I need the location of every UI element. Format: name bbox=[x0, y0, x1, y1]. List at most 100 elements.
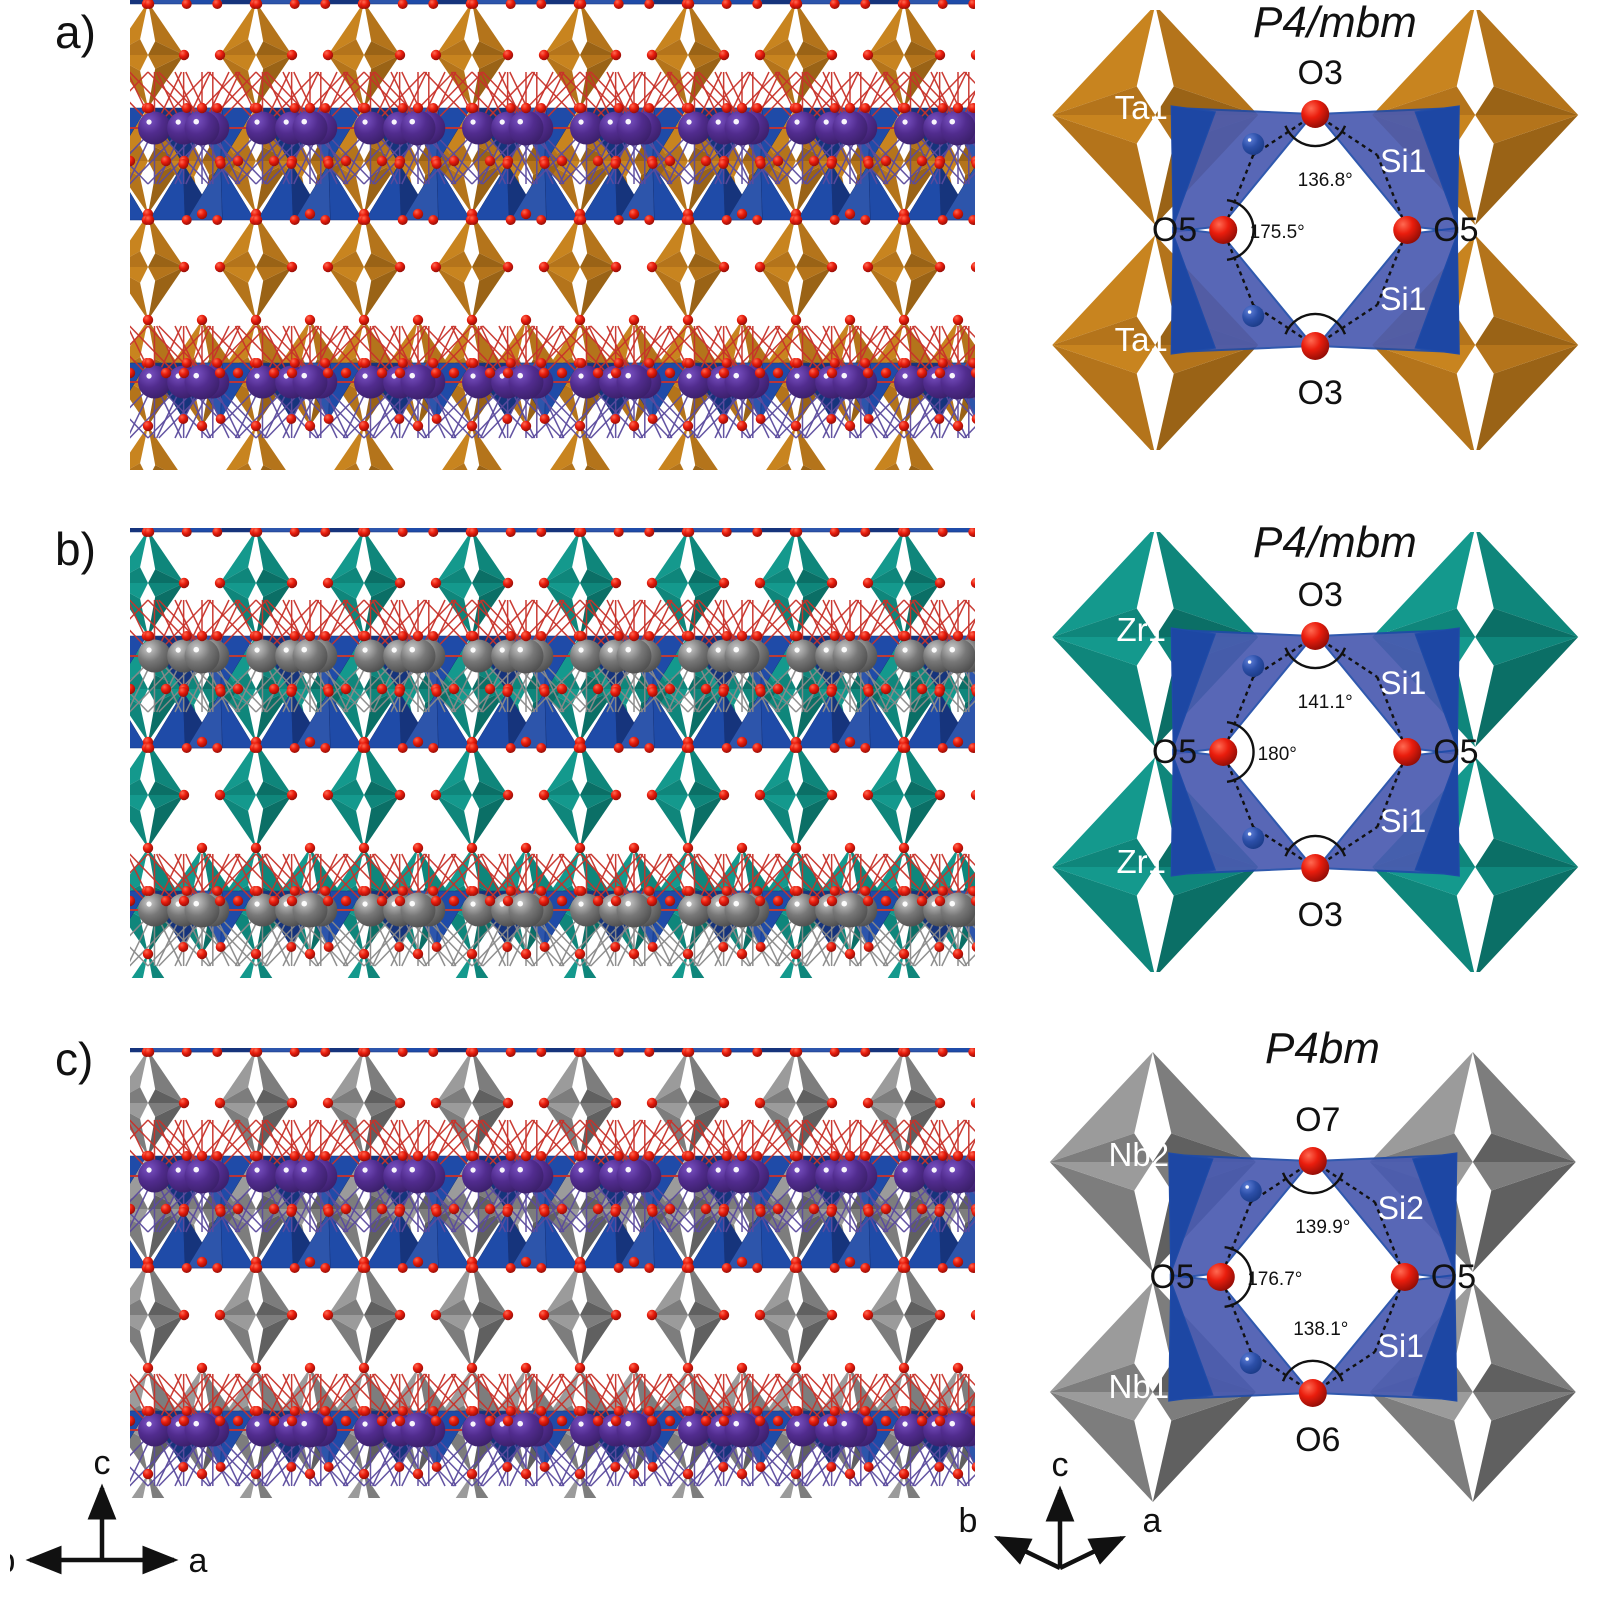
octahedron-face bbox=[544, 39, 580, 55]
panel-b-space-group: P4/mbm bbox=[1253, 518, 1417, 567]
tetrahedron-label-top: Si1 bbox=[1380, 665, 1426, 701]
oxygen-atom bbox=[1393, 216, 1422, 244]
oxygen-atom bbox=[212, 886, 223, 896]
tetrahedron-label-top: Si1 bbox=[1380, 143, 1426, 179]
specular-highlight bbox=[362, 901, 368, 907]
oxygen-atom bbox=[340, 367, 352, 379]
oxygen-atom bbox=[934, 687, 945, 697]
oxygen-atom bbox=[610, 159, 621, 169]
oxygen-atom bbox=[394, 367, 406, 379]
octahedron-face bbox=[652, 583, 688, 599]
octahedron-bottom-left bbox=[1052, 757, 1156, 867]
specular-highlight bbox=[794, 373, 800, 379]
oxygen-atom bbox=[644, 0, 655, 9]
octahedron-face bbox=[220, 1103, 256, 1119]
oxygen-atom bbox=[412, 102, 424, 114]
oxygen-atom bbox=[130, 895, 136, 907]
octahedron-face bbox=[436, 1299, 472, 1315]
oxygen-atom bbox=[505, 0, 516, 9]
coordination-bond bbox=[963, 172, 975, 185]
tetrahedron-face bbox=[796, 0, 834, 5]
octahedron-face bbox=[796, 1301, 832, 1315]
octahedron-face bbox=[742, 1368, 778, 1421]
octahedron-face bbox=[364, 41, 400, 55]
octahedron-face bbox=[904, 569, 940, 583]
tetrahedron-face bbox=[130, 720, 148, 749]
tetrahedron-face bbox=[130, 1240, 148, 1269]
oxygen-atom bbox=[431, 414, 442, 424]
tetrahedron-face bbox=[546, 0, 580, 5]
oxygen-atom bbox=[232, 367, 244, 379]
oxygen-atom bbox=[736, 948, 748, 960]
octahedron-face bbox=[130, 779, 148, 795]
specular-highlight bbox=[931, 647, 937, 653]
oxygen-atom bbox=[160, 895, 172, 907]
oxygen-atom bbox=[952, 842, 964, 854]
octahedron-face bbox=[130, 65, 148, 108]
octahedron-face bbox=[580, 795, 616, 848]
oxygen-atom bbox=[505, 358, 516, 368]
octahedron-face bbox=[130, 583, 148, 599]
oxygen-atom bbox=[142, 314, 154, 326]
octahedron-face bbox=[688, 1315, 724, 1368]
oxygen-atom bbox=[556, 367, 568, 379]
oxygen-atom bbox=[431, 687, 442, 697]
octahedron-face bbox=[364, 1103, 400, 1117]
oxygen-atom bbox=[178, 789, 190, 801]
oxygen-atom bbox=[646, 577, 658, 589]
octahedron-bottom-right bbox=[1476, 867, 1579, 972]
oxygen-atom bbox=[934, 367, 946, 379]
octahedron-face bbox=[220, 251, 256, 267]
oxygen-atom bbox=[394, 261, 406, 273]
specular-highlight bbox=[362, 373, 368, 379]
oxygen-atom bbox=[252, 0, 263, 9]
octahedron-face bbox=[652, 567, 688, 583]
tetrahedron-face bbox=[330, 528, 364, 533]
silicon-atom bbox=[1242, 133, 1265, 155]
oxygen-atom bbox=[289, 215, 300, 225]
oxygen-atom bbox=[144, 103, 155, 113]
oxygen-atom bbox=[286, 414, 297, 424]
octahedron-face bbox=[796, 1103, 832, 1117]
oxygen-atom bbox=[539, 414, 550, 424]
oxygen-atom bbox=[304, 208, 316, 220]
octahedron-face bbox=[472, 426, 502, 470]
oxygen-atom bbox=[536, 358, 547, 368]
tetrahedron-label-bottom: Si1 bbox=[1380, 281, 1426, 317]
oxygen-atom bbox=[628, 630, 640, 642]
octahedron-bottom-left bbox=[1052, 838, 1156, 867]
octahedron-face bbox=[364, 1050, 400, 1103]
tetrahedron-face bbox=[942, 0, 975, 5]
octahedron-face bbox=[328, 1315, 364, 1331]
octahedron-face bbox=[904, 1315, 940, 1329]
oxygen-atom bbox=[844, 420, 856, 432]
oxygen-atom bbox=[826, 49, 838, 61]
octahedron-face bbox=[904, 1103, 940, 1156]
oxygen-atom bbox=[160, 683, 172, 695]
octahedron-bottom-right bbox=[1475, 235, 1579, 345]
specular-highlight bbox=[470, 119, 476, 125]
cation-sphere bbox=[508, 364, 544, 400]
octahedron-face bbox=[887, 954, 904, 978]
tetrahedron-face bbox=[870, 0, 904, 5]
oxygen-atom bbox=[826, 895, 838, 907]
oxygen-atom bbox=[431, 942, 442, 952]
octahedron-face bbox=[688, 41, 724, 55]
oxygen-atom bbox=[286, 895, 298, 907]
oxygen-atom bbox=[252, 103, 263, 113]
octahedron-face bbox=[328, 530, 364, 583]
octahedron-face bbox=[760, 530, 796, 583]
octahedron-face bbox=[130, 795, 148, 811]
octahedron-label-bottom: Zr1 bbox=[1116, 843, 1166, 880]
octahedron-face bbox=[131, 954, 148, 978]
oxygen-atom bbox=[536, 631, 547, 641]
octahedron-face bbox=[328, 251, 364, 267]
specular-highlight bbox=[283, 647, 289, 653]
octahedron-face bbox=[796, 1103, 832, 1156]
oxygen-atom bbox=[684, 528, 695, 537]
tetrahedron-face bbox=[544, 691, 580, 749]
octahedron-face bbox=[472, 1301, 508, 1315]
oxygen-layer bbox=[130, 528, 975, 960]
octahedron-face bbox=[220, 530, 256, 583]
